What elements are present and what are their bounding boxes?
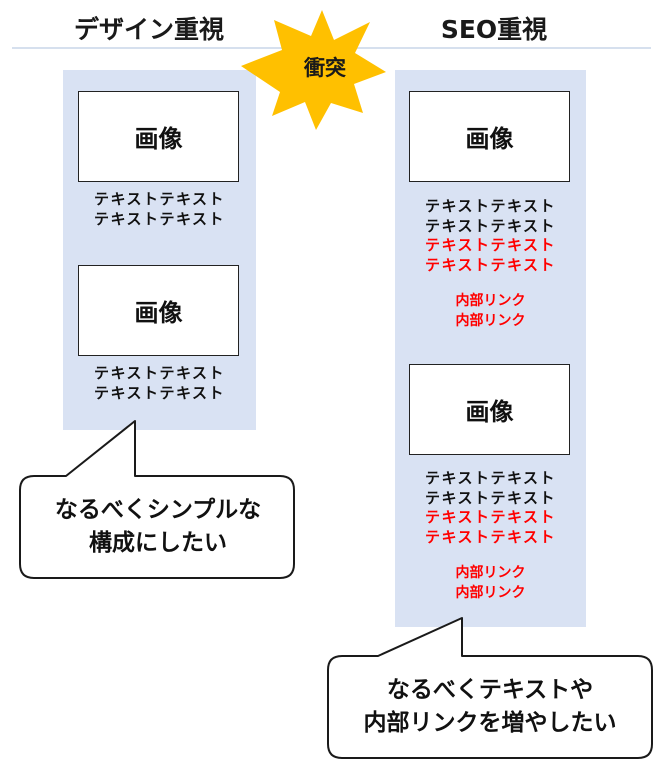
text-line: テキストテキスト [424,488,557,507]
text-line: テキストテキスト [424,216,557,235]
internal-link: 内部リンク [455,565,526,581]
internal-links: 内部リンク 内部リンク [395,564,586,603]
internal-link: 内部リンク [455,293,526,309]
right-callout-bubble [327,617,653,759]
image-placeholder-label: 画像 [134,125,183,153]
emphasis-text-line: テキストテキスト [424,508,557,526]
image-placeholder: 画像 [409,91,570,182]
emphasis-text-line: テキストテキスト [424,527,557,546]
text-block: テキストテキスト テキストテキスト テキストテキスト テキストテキスト [395,197,586,275]
text-line: テキストテキスト [93,190,226,208]
conflict-burst-icon [241,10,386,130]
text-block: テキストテキスト テキストテキスト [63,190,256,229]
callout-line: 構成にしたい [89,530,227,556]
callout-line: なるべくテキストや [386,677,594,703]
internal-link: 内部リンク [455,312,526,329]
text-line: テキストテキスト [424,469,557,487]
callout-line: 内部リンクを増やしたい [363,710,617,736]
image-placeholder-label: 画像 [465,398,514,426]
left-callout-bubble [19,420,295,579]
left-column-heading: デザイン重視 [73,15,224,44]
emphasis-text-line: テキストテキスト [424,255,557,274]
image-placeholder-label: 画像 [134,299,183,327]
text-block: テキストテキスト テキストテキスト [63,364,256,403]
internal-links: 内部リンク 内部リンク [395,292,586,331]
right-column-heading: SEO重視 [440,15,548,44]
right-callout-text: なるべくテキストや 内部リンクを増やしたい [328,674,652,740]
text-line: テキストテキスト [93,209,226,228]
text-line: テキストテキスト [424,197,557,215]
text-line: テキストテキスト [93,383,226,402]
image-placeholder-label: 画像 [465,125,514,153]
image-placeholder: 画像 [78,91,239,182]
internal-link: 内部リンク [455,584,526,601]
text-line: テキストテキスト [93,364,226,382]
image-placeholder: 画像 [78,265,239,356]
emphasis-text-line: テキストテキスト [424,236,557,254]
image-placeholder: 画像 [409,364,570,455]
callout-line: なるべくシンプルな [54,497,262,523]
left-callout-text: なるべくシンプルな 構成にしたい [20,494,296,560]
text-block: テキストテキスト テキストテキスト テキストテキスト テキストテキスト [395,469,586,547]
conflict-label: 衝突 [304,56,346,80]
